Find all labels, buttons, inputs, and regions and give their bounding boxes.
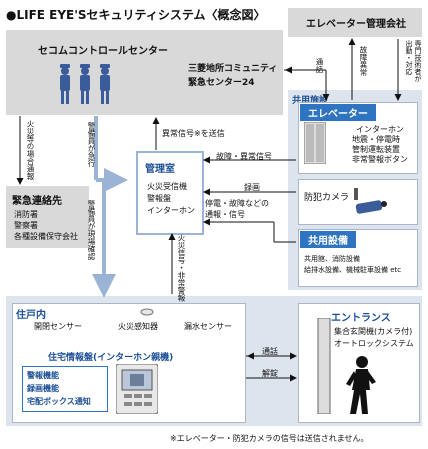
intercom-panel-icon (116, 364, 158, 414)
emergency-contact-3: 各種設備保守会社 (14, 232, 78, 241)
footnote: ※エレベーター・防犯カメラの信号は送信されません。 (170, 434, 369, 443)
emergency-contacts-box (6, 186, 89, 248)
management-room-item-2: 警報盤 (147, 194, 171, 203)
management-room-item-3: インターホン (147, 206, 195, 215)
elevator-item-1: インターホン (356, 125, 404, 134)
emergency-contact-2: 警察署 (14, 221, 38, 230)
panel-feature-1: 警報機能 (27, 371, 59, 380)
secom-center-box (6, 30, 283, 115)
camera-box (298, 179, 418, 225)
elevator-item-3: 管制運転装置 (352, 145, 400, 154)
unit-sensor-1: 開閉センサー (34, 322, 82, 331)
entrance-desc-1: 集合玄関機(カメラ付) (334, 327, 413, 336)
label-recording: 録画 (244, 183, 260, 192)
management-room-item-1: 火災受信機 (147, 182, 187, 191)
camera-label: 防犯カメラ (304, 193, 350, 203)
emergency-contacts-title: 緊急連絡先 (12, 196, 62, 207)
label-comm: 通話 (315, 58, 324, 73)
fire-detector-icon (140, 308, 154, 316)
secom-center-label: セコムコントロールセンター (38, 46, 168, 57)
label-guard-confirm: 警備員が現場確認 (87, 200, 96, 260)
common-equipment-title: 共用設備 (300, 231, 356, 248)
panel-feature-3: 宅配ボックス通知 (27, 397, 91, 406)
label-guard-rush: 警備員が急行 (87, 122, 96, 167)
elevator-item-4: 非常警報ボタン (352, 155, 408, 164)
guard-figures-icon (60, 64, 110, 104)
entrance-door-icon (317, 318, 331, 414)
intruder-figure-icon (346, 356, 376, 414)
management-room-title: 管理室 (145, 164, 175, 175)
entrance-title: エントランス (331, 313, 391, 324)
label-unlock: 解錠 (262, 369, 278, 378)
elevator-door-icon (304, 122, 326, 164)
entrance-desc-2: オートロックシステム (334, 339, 414, 348)
unit-panel-title: 住宅情報盤(インターホン親機) (48, 353, 174, 363)
elevator-company-label: エレベーター管理会社 (306, 19, 406, 30)
elevator-company-box (288, 8, 422, 37)
elevator-title: エレベーター (300, 104, 376, 121)
label-power-failure: 停電・故障などの 通報・信号 (205, 199, 269, 219)
security-camera-icon (354, 188, 387, 214)
label-failure-signal: 故障・異常信号 (216, 152, 272, 161)
common-facilities-label: 共用施設 (292, 96, 329, 106)
unit-label: 住戸内 (16, 310, 46, 321)
unit-sensor-3: 漏水センサー (184, 322, 232, 331)
label-abnormal-signal: 異常信号※を送信 (162, 129, 225, 138)
common-equipment-item-1: 共用館、消防設備 (304, 255, 360, 263)
label-talk: 通話 (262, 347, 278, 356)
label-failure-abnormal: 故障異常 (359, 46, 368, 76)
mitsubishi-center-label: 三菱地所コミュニティ 緊急センター24 (188, 64, 278, 88)
label-fire-signal: 火災信号・非常警報 (177, 234, 186, 302)
panel-feature-2: 録画機能 (27, 384, 59, 393)
unit-sensor-2: 火災感知器 (118, 322, 158, 331)
label-fire-emergency-call: 火災等の場合通報 (26, 120, 35, 180)
page-title: ●LIFE EYE'Sセキュリティシステム〈概念図〉 (6, 8, 266, 22)
emergency-contact-1: 消防署 (14, 210, 38, 219)
common-equipment-item-2: 給排水設備、機械駐車設備 etc (304, 266, 402, 274)
panel-features-box (22, 366, 108, 412)
label-specialist: 専門技術者が 出動・対応 (405, 40, 422, 82)
elevator-item-2: 地震・停電時 (352, 135, 400, 144)
